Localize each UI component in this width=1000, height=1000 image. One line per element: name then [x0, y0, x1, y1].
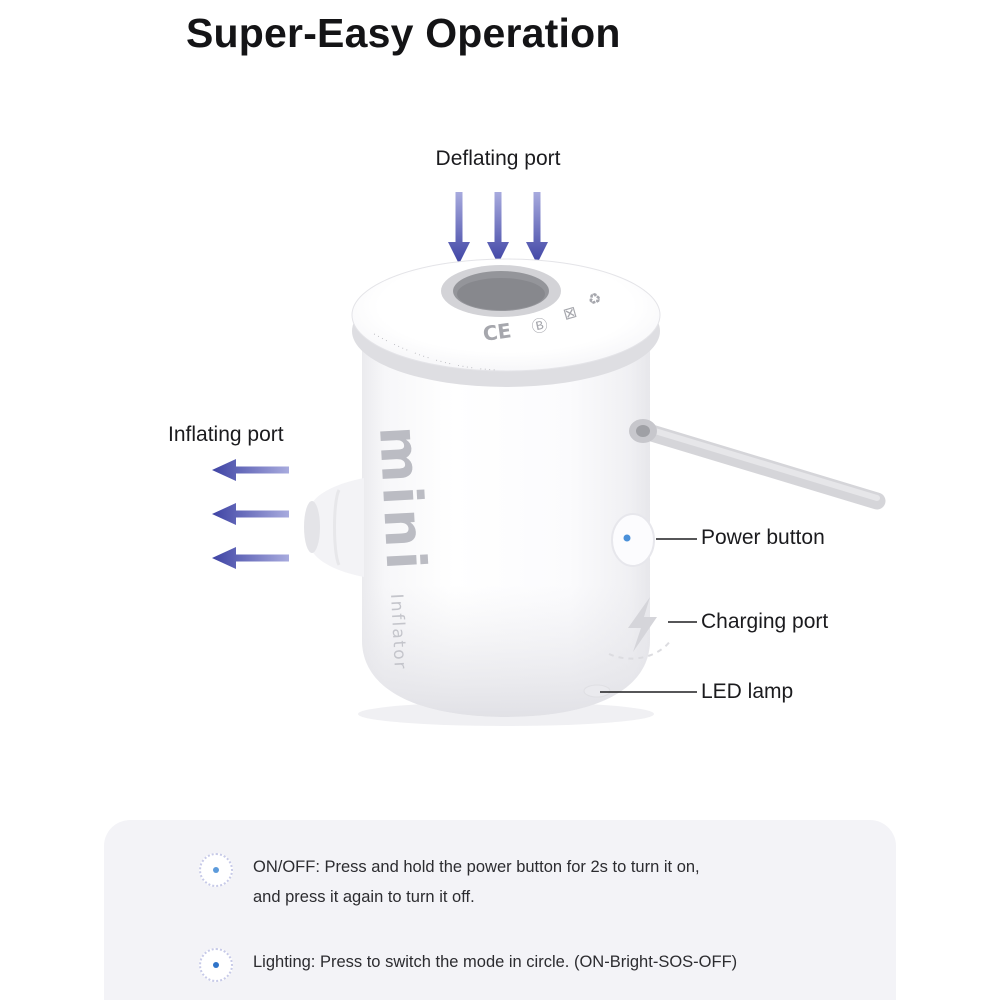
led-lamp-label: LED lamp [701, 680, 794, 703]
battery-mark-icon: Ⓑ [530, 315, 550, 337]
instruction-item-onoff: ON/OFF: Press and hold the power button … [199, 853, 866, 912]
page-title: Super-Easy Operation [186, 10, 621, 56]
deflating-port-label: Deflating port [435, 147, 561, 170]
inflating-port-nozzle [304, 478, 364, 577]
brand-subtitle-text: Inflator [386, 593, 410, 671]
instruction-text-onoff: ON/OFF: Press and hold the power button … [253, 853, 700, 912]
light-indicator-icon [199, 948, 233, 983]
instruction-item-lighting: Lighting: Press to switch the mode in ci… [199, 948, 866, 983]
inflating-port-label: Inflating port [168, 423, 284, 446]
power-button-depiction [611, 513, 655, 567]
charging-port-depiction [608, 597, 672, 660]
led-lamp-depiction [583, 684, 611, 698]
deflating-port-hole [441, 265, 561, 317]
power-indicator-dot [213, 867, 219, 873]
instructions-panel: ON/OFF: Press and hold the power button … [104, 820, 896, 1000]
leader-lines [600, 538, 697, 693]
inflating-arrows-icon [212, 459, 289, 569]
device-body-bottom-shade [362, 585, 650, 717]
brand-text: mini [367, 424, 438, 575]
recycle-icon: ♻ [585, 288, 604, 310]
deflating-arrows-icon [448, 192, 548, 264]
charging-port-label: Charging port [701, 610, 829, 633]
crossed-bin-icon: ⊠ [561, 302, 579, 324]
instruction-onoff-line1: ON/OFF: Press and hold the power button … [253, 858, 700, 876]
instruction-text-lighting: Lighting: Press to switch the mode in ci… [253, 948, 737, 978]
instruction-lighting-line1: Lighting: Press to switch the mode in ci… [253, 953, 738, 972]
instruction-onoff-line2: and press it again to turn it off. [253, 887, 475, 906]
air-hose [629, 419, 886, 510]
light-indicator-dot [213, 962, 219, 969]
power-indicator-icon [199, 853, 233, 887]
ce-mark: CE [481, 318, 512, 346]
power-button-label: Power button [701, 526, 825, 549]
inflator-device: CE Ⓑ ⊠ ♻ ···· ···· ···· ···· ···· ···· m… [304, 258, 886, 726]
